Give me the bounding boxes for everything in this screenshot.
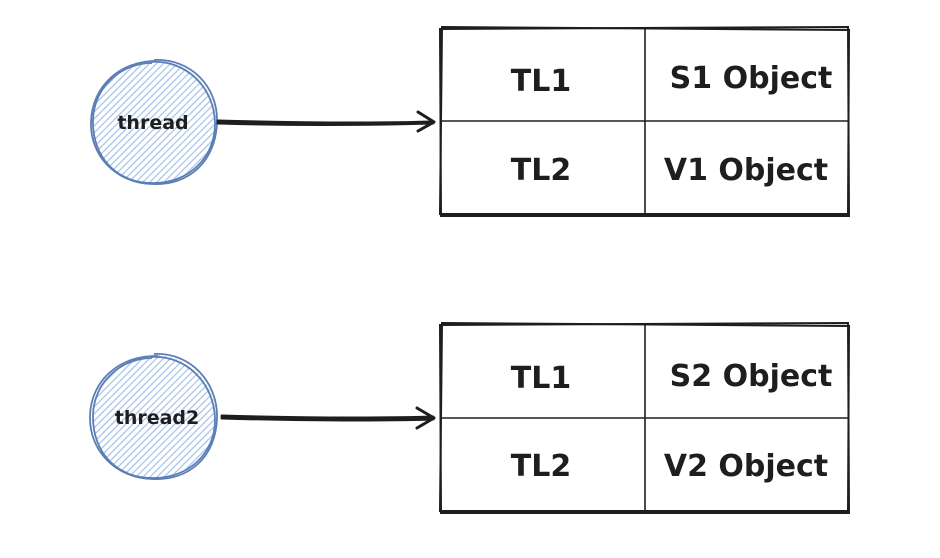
table-1-row-2-value: V1 Object — [664, 153, 828, 188]
hatch-line — [92, 355, 99, 479]
hatch-line — [132, 60, 216, 184]
hatch-line — [0, 347, 84, 487]
hatch-line — [0, 52, 91, 192]
thread-group-2: thread2 TL1 S2 Object TL2 V2 Object — [0, 321, 851, 514]
hatch-line — [153, 60, 216, 184]
table-1-row-1-value: S1 Object — [670, 61, 833, 96]
hatch-line — [92, 60, 197, 184]
thread-circle-2 — [89, 353, 218, 480]
hatch-line — [92, 60, 176, 184]
map-table-2: TL1 S2 Object TL2 V2 Object — [438, 321, 851, 514]
hatch-line — [92, 355, 169, 479]
hatch-line — [111, 355, 216, 479]
hatch-line — [92, 60, 190, 184]
table-2-row-2-value: V2 Object — [664, 449, 828, 484]
thread-circle-1 — [90, 59, 218, 185]
thread-group-1: thread TL1 S1 Object TL2 V1 Object — [0, 25, 851, 217]
hatch-line — [111, 60, 216, 184]
thread-circle-2-sketch — [92, 356, 216, 479]
table-1-row-2-key: TL2 — [511, 153, 571, 188]
hatch-line — [0, 347, 91, 487]
table-2-row-1-key: TL1 — [511, 361, 571, 396]
hatch-line — [92, 355, 176, 479]
hatch-line — [146, 60, 216, 184]
hatch-line — [92, 60, 183, 184]
arrow-1 — [216, 110, 436, 133]
hatch-line — [92, 60, 106, 184]
hatch-line — [153, 355, 216, 479]
hatch-line — [92, 355, 148, 479]
hatch-line — [167, 60, 216, 184]
table-1-row-1-key: TL1 — [511, 64, 571, 99]
hatch-line — [139, 355, 216, 479]
hatch-line — [92, 60, 155, 184]
hatch-line — [92, 60, 113, 184]
hatch-line — [0, 52, 84, 192]
map-table-1: TL1 S1 Object TL2 V1 Object — [438, 25, 851, 217]
hatch-line — [92, 60, 127, 184]
table-2-row-2-key: TL2 — [511, 449, 571, 484]
thread-label-1: thread — [117, 112, 188, 134]
hatch-line — [92, 60, 169, 184]
hatch-line — [125, 355, 216, 479]
hatch-line — [92, 355, 190, 479]
hatch-line — [92, 355, 197, 479]
hatch-line — [118, 60, 216, 184]
hatch-line — [92, 60, 148, 184]
hatch-line — [125, 60, 216, 184]
hatch-line — [92, 355, 127, 479]
arrow-2 — [220, 406, 436, 430]
hatch-line — [132, 355, 216, 479]
hatch-line — [92, 60, 120, 184]
hatch-line — [92, 355, 120, 479]
hatch-line — [92, 355, 162, 479]
hatch-line — [160, 60, 216, 184]
hatch-line — [139, 60, 216, 184]
hatch-line — [92, 60, 99, 184]
table-2-row-1-value: S2 Object — [670, 359, 833, 394]
hatch-line — [118, 355, 216, 479]
hatch-line — [92, 355, 113, 479]
thread-circle-1-sketch — [92, 61, 216, 184]
hatch-line — [160, 355, 216, 479]
hatch-line — [92, 355, 204, 479]
hatch-line — [104, 60, 216, 184]
hatch-line — [92, 60, 162, 184]
hatch-line — [104, 355, 216, 479]
thread-label-2: thread2 — [115, 407, 200, 429]
hatch-line — [92, 355, 183, 479]
hatch-line — [146, 355, 216, 479]
hatch-line — [92, 355, 155, 479]
hatch-line — [92, 60, 204, 184]
hatch-line — [167, 355, 216, 479]
